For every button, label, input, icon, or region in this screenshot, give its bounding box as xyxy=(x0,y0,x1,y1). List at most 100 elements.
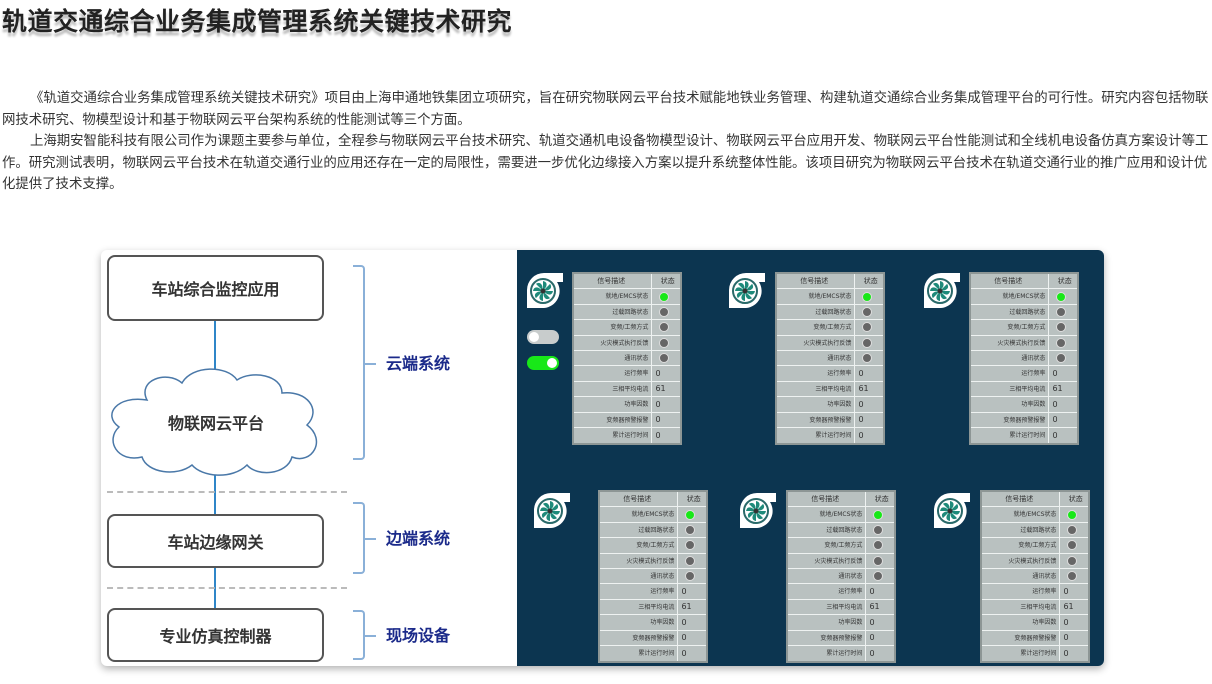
layer-cloud: 云端系统 xyxy=(386,354,451,373)
signal-label: 变频/工频方式 xyxy=(971,320,1050,335)
table-row: 火灾模式执行反馈 xyxy=(600,553,706,569)
bracket xyxy=(353,502,376,574)
signal-label: 火灾模式执行反馈 xyxy=(777,335,856,350)
signal-label: 通讯状态 xyxy=(982,568,1061,584)
signal-value: 61 xyxy=(1063,602,1074,612)
fan-icon xyxy=(736,490,778,532)
toggle-switch-off[interactable] xyxy=(527,330,559,344)
status-led-off xyxy=(1056,337,1067,348)
node-sim-controller: 专业仿真控制器 xyxy=(107,608,324,662)
table-row: 过载回路状态 xyxy=(777,304,883,321)
signal-value: 0 xyxy=(655,431,661,441)
signal-label: 三相平均电流 xyxy=(971,381,1050,397)
signal-value: 0 xyxy=(869,587,875,597)
table-row: 过载回路状态 xyxy=(600,522,706,539)
signal-label: 变频器预警报警 xyxy=(788,630,867,645)
signal-value: 0 xyxy=(1063,649,1069,659)
status-led-off xyxy=(1056,353,1067,364)
signal-label: 变频/工频方式 xyxy=(788,538,867,553)
signal-value: 0 xyxy=(1052,431,1058,441)
node-station-monitoring: 车站综合监控应用 xyxy=(107,255,324,321)
table-row: 过载回路状态 xyxy=(574,304,680,321)
signal-label: 功率因数 xyxy=(982,615,1061,630)
signal-value: 0 xyxy=(858,369,864,379)
fan-status-table: 信号描述状态就地/EMCS状态过载回路状态变频/工频方式火灾模式执行反馈通讯状态… xyxy=(598,490,708,664)
status-led-off xyxy=(659,322,670,333)
status-led-on xyxy=(685,509,696,520)
status-led-off xyxy=(659,337,670,348)
bracket xyxy=(353,610,376,660)
status-led-off xyxy=(1067,571,1078,582)
header-status: 状态 xyxy=(660,277,675,286)
signal-label: 火灾模式执行反馈 xyxy=(600,553,679,568)
signal-label: 变频/工频方式 xyxy=(600,538,679,553)
signal-label: 就地/EMCS状态 xyxy=(574,289,653,304)
signal-value: 0 xyxy=(1063,617,1069,627)
table-row: 变频/工频方式 xyxy=(982,538,1088,554)
signal-value: 61 xyxy=(1052,384,1063,394)
status-led-off xyxy=(1067,540,1078,551)
header-signal: 信号描述 xyxy=(788,492,867,507)
status-led-off xyxy=(659,353,670,364)
status-led-off xyxy=(685,571,696,582)
signal-label: 累计运行时间 xyxy=(788,645,867,662)
signal-label: 就地/EMCS状态 xyxy=(788,507,867,522)
status-led-off xyxy=(1067,524,1078,535)
table-row: 火灾模式执行反馈 xyxy=(982,553,1088,569)
table-header: 信号描述状态 xyxy=(574,274,680,290)
node-iot-cloud: 物联网云平台 xyxy=(167,414,264,433)
signal-label: 三相平均电流 xyxy=(788,599,867,615)
header-signal: 信号描述 xyxy=(600,492,679,507)
table-row: 火灾模式执行反馈 xyxy=(971,335,1077,351)
toggle-switch-on[interactable] xyxy=(527,356,559,370)
signal-label: 累计运行时间 xyxy=(982,645,1061,662)
architecture-figure: 车站综合监控应用 物联网云平台 车站边缘网关 专业仿真控制器 云端系统 边端系统… xyxy=(101,250,1104,666)
signal-value: 0 xyxy=(1052,415,1058,425)
table-header: 信号描述状态 xyxy=(777,274,883,290)
node-edge-gateway: 车站边缘网关 xyxy=(107,514,324,568)
signal-label: 三相平均电流 xyxy=(574,381,653,397)
table-row: 变频/工频方式 xyxy=(971,320,1077,336)
signal-label: 就地/EMCS状态 xyxy=(777,289,856,304)
signal-value: 61 xyxy=(858,384,869,394)
signal-value: 0 xyxy=(655,399,661,409)
table-row: 火灾模式执行反馈 xyxy=(788,553,894,569)
signal-label: 火灾模式执行反馈 xyxy=(982,553,1061,568)
signal-value: 0 xyxy=(1052,369,1058,379)
table-header: 信号描述状态 xyxy=(971,274,1077,290)
signal-label: 通讯状态 xyxy=(971,350,1050,366)
table-row: 通讯状态 xyxy=(574,350,680,367)
signal-label: 变频/工频方式 xyxy=(777,320,856,335)
table-row: 就地/EMCS状态 xyxy=(600,507,706,523)
fan-status-table: 信号描述状态就地/EMCS状态过载回路状态变频/工频方式火灾模式执行反馈通讯状态… xyxy=(980,490,1090,664)
table-row: 通讯状态 xyxy=(788,568,894,585)
bracket xyxy=(353,265,376,460)
header-signal: 信号描述 xyxy=(777,274,856,289)
signal-label: 就地/EMCS状态 xyxy=(982,507,1061,522)
signal-label: 变频器预警报警 xyxy=(971,412,1050,427)
status-led-off xyxy=(685,524,696,535)
fan-status-table: 信号描述状态就地/EMCS状态过载回路状态变频/工频方式火灾模式执行反馈通讯状态… xyxy=(786,490,896,664)
status-led-on xyxy=(659,291,670,302)
fan-status-table: 信号描述状态就地/EMCS状态过载回路状态变频/工频方式火灾模式执行反馈通讯状态… xyxy=(969,272,1079,446)
signal-label: 变频器预警报警 xyxy=(982,630,1061,645)
signal-label: 运行频率 xyxy=(574,366,653,381)
signal-label: 过载回路状态 xyxy=(777,304,856,320)
status-led-off xyxy=(1056,306,1067,317)
signal-label: 变频/工频方式 xyxy=(982,538,1061,553)
table-row: 过载回路状态 xyxy=(788,522,894,539)
signal-label: 功率因数 xyxy=(971,397,1050,412)
table-row: 过载回路状态 xyxy=(971,304,1077,321)
table-row: 变频/工频方式 xyxy=(788,538,894,554)
